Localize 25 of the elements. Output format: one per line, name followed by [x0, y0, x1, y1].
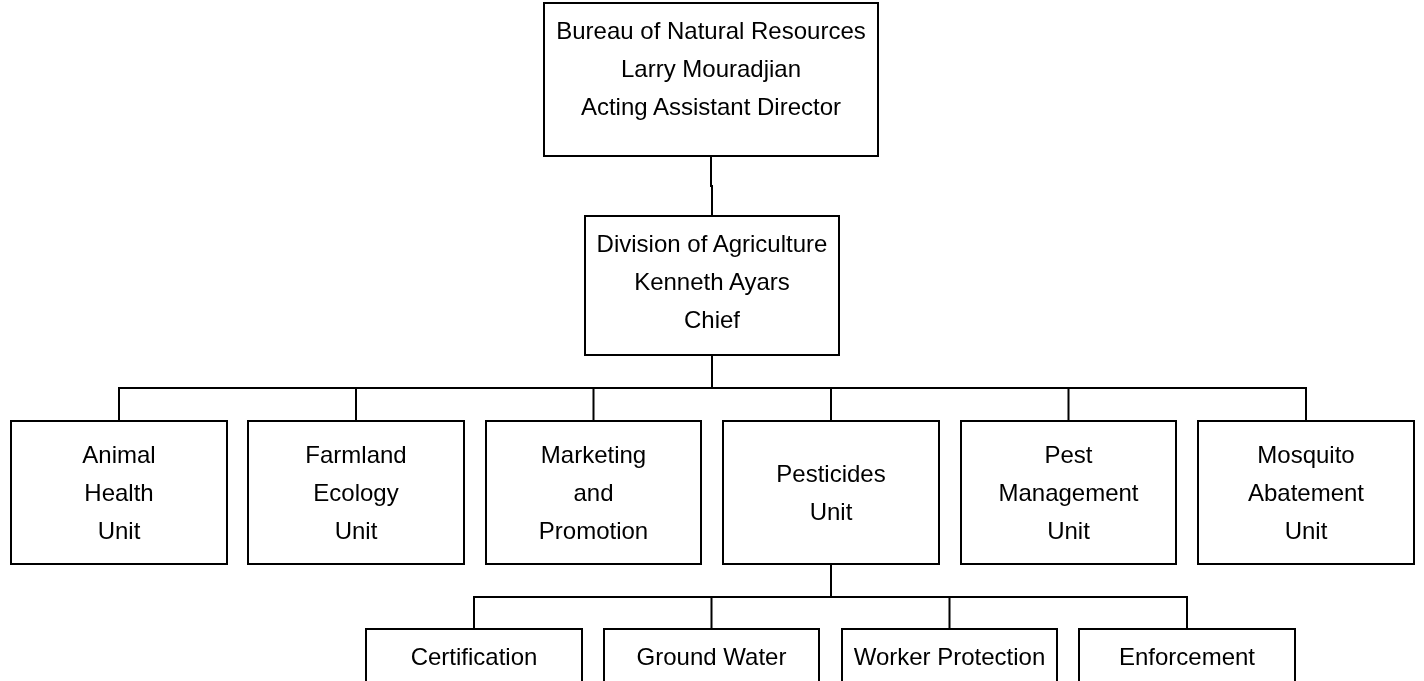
unit-label: Farmland Ecology Unit [305, 439, 407, 546]
unit-label: Worker Protection [853, 642, 1046, 672]
unit-label: Kenneth Ayars [634, 267, 790, 297]
connector-line [710, 156, 713, 216]
unit-label: Acting Assistant Director [580, 92, 842, 122]
unit-label: Enforcement [1118, 642, 1256, 672]
unit-label: Animal Health Unit [82, 439, 156, 546]
unit-label: Chief [684, 305, 740, 335]
unit-label: Division of Agriculture [596, 229, 828, 259]
org-box [10, 420, 228, 565]
unit-label: Marketing and Promotion [538, 439, 649, 546]
unit-label: Larry Mouradjian [620, 54, 802, 84]
org-box [485, 420, 702, 565]
org-box [960, 420, 1177, 565]
unit-label: Mosquito Abatement Unit [1247, 439, 1365, 546]
unit-label: Bureau of Natural Resources [556, 16, 866, 46]
unit-label: Ground Water [636, 642, 787, 672]
org-box [543, 2, 879, 157]
org-box [247, 420, 465, 565]
unit-label: Pest Management Unit [998, 439, 1139, 546]
org-box [722, 420, 940, 565]
org-box [584, 215, 840, 356]
unit-label: Pesticides Unit [776, 458, 886, 527]
unit-label: Certification [410, 642, 538, 672]
org-box [1197, 420, 1415, 565]
